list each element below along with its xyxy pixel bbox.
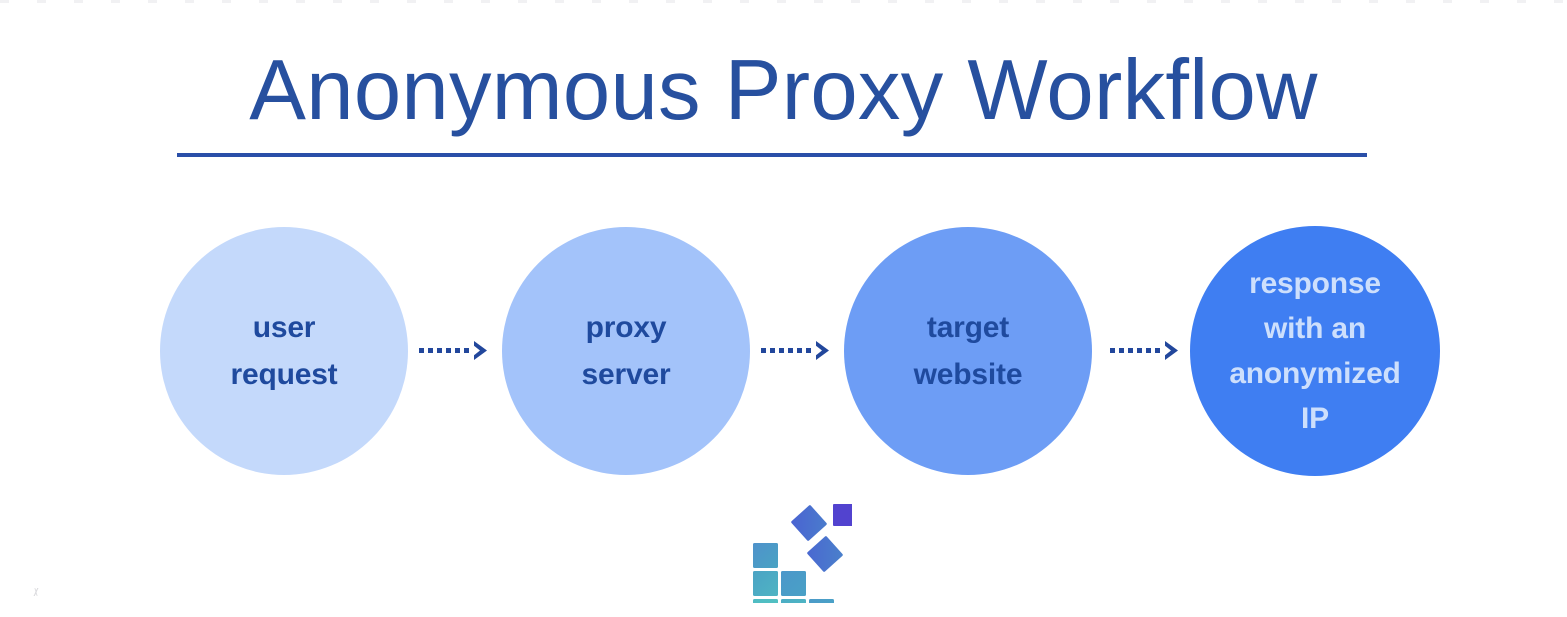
workflow-diagram: user request proxy server	[0, 226, 1567, 477]
flow-node-label: user request	[230, 310, 338, 391]
flow-node-target-website[interactable]: target website	[844, 227, 1092, 475]
dotted-arrow-icon	[419, 341, 487, 360]
dotted-arrow-icon	[1110, 341, 1178, 360]
squares-staircase-logo	[748, 503, 852, 603]
flow-node-label: target website	[913, 310, 1023, 391]
flow-arrow-1	[419, 335, 494, 367]
flow-arrow-2	[761, 335, 836, 367]
dotted-arrow-icon	[761, 341, 829, 360]
logo-icon	[753, 504, 852, 603]
title-block: Anonymous Proxy Workflow	[0, 43, 1567, 138]
flow-node-anonymized-response[interactable]: response with an anonymized IP	[1190, 226, 1440, 476]
flow-arrow-3	[1110, 335, 1185, 367]
title-underline-rule	[177, 153, 1367, 157]
page-title: Anonymous Proxy Workflow	[249, 43, 1318, 138]
flow-node-label: response with an anonymized IP	[1229, 267, 1401, 435]
slide-top-edge-dashes	[0, 0, 1567, 3]
flow-node-label: proxy server	[581, 310, 671, 391]
flow-node-user-request[interactable]: user request	[160, 227, 408, 475]
flow-node-proxy-server[interactable]: proxy server	[502, 227, 750, 475]
slide-corner-artifact	[31, 588, 41, 596]
